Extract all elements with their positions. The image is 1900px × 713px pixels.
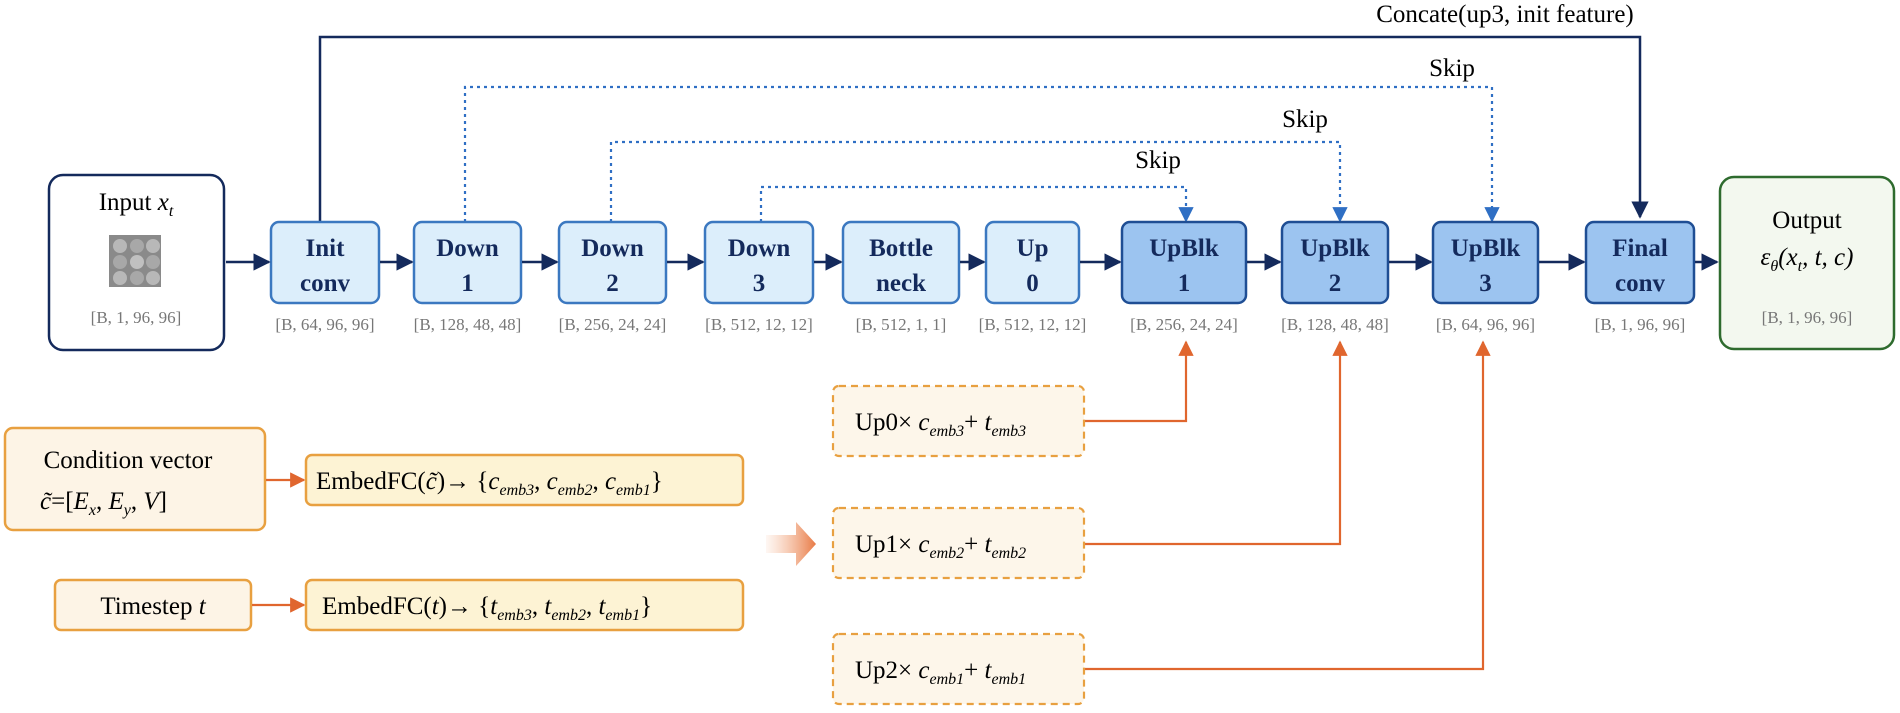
block-label-line2: neck bbox=[876, 270, 926, 297]
block-label-line2: 2 bbox=[606, 270, 619, 297]
block-shape-label: [B, 256, 24, 24] bbox=[559, 315, 667, 334]
output-formula: εθ(xt, t, c) bbox=[1761, 244, 1854, 275]
block-label-line1: Down bbox=[436, 235, 499, 262]
block-shape-label: [B, 512, 1, 1] bbox=[856, 315, 947, 334]
timestep-label: Timestep t bbox=[100, 593, 206, 620]
skip-label-3: Skip bbox=[1135, 147, 1181, 174]
block-label-line2: 3 bbox=[753, 270, 766, 297]
block-shape-label: [B, 64, 96, 96] bbox=[1436, 315, 1535, 334]
block-label-line2: conv bbox=[1615, 270, 1666, 297]
embedding-flow-arrow bbox=[766, 522, 816, 566]
block-shape-label: [B, 128, 48, 48] bbox=[1281, 315, 1389, 334]
modulation-box-up0: Up0× cemb3+ temb3 bbox=[831, 384, 1086, 458]
block-label-line1: Up bbox=[1017, 235, 1049, 262]
embed-timestep-text: EmbedFC(t)→ {temb3, temb2, temb1} bbox=[322, 593, 652, 624]
block-label-line1: UpBlk bbox=[1149, 235, 1219, 262]
input-box: Input xt [B, 1, 96, 96] bbox=[47, 173, 226, 352]
pipeline-blocks: Init conv [B, 64, 96, 96] Down 1 [B, 128, 48,… bbox=[269, 220, 1696, 334]
block-shape-label: [B, 64, 96, 96] bbox=[275, 315, 374, 334]
block-label-line2: 1 bbox=[461, 270, 474, 297]
embed-condition-box: EmbedFC(c̃)→ {cemb3, cemb2, cemb1} bbox=[304, 453, 745, 507]
block-upblk-3: UpBlk 3 [B, 64, 96, 96] bbox=[1431, 220, 1540, 334]
output-title: Output bbox=[1772, 207, 1842, 234]
input-shape: [B, 1, 96, 96] bbox=[91, 308, 182, 327]
output-box: Output εθ(xt, t, c) [B, 1, 96, 96] bbox=[1718, 175, 1896, 351]
skip-connection-3: Skip bbox=[759, 147, 1194, 223]
modulation-text-up2: Up2× cemb1+ temb1 bbox=[855, 657, 1026, 688]
input-image-thumbnail bbox=[109, 235, 161, 287]
block-upblk-2: UpBlk 2 [B, 128, 48, 48] bbox=[1280, 220, 1390, 334]
block-down-3: Down 3 [B, 512, 12, 12] bbox=[703, 220, 815, 334]
skip-label-1: Skip bbox=[1429, 55, 1475, 82]
block-label-line1: Bottle bbox=[869, 235, 933, 262]
embed-timestep-box: EmbedFC(t)→ {temb3, temb2, temb1} bbox=[304, 578, 745, 632]
condition-title: Condition vector bbox=[44, 447, 213, 474]
block-down-1: Down 1 [B, 128, 48, 48] bbox=[412, 220, 523, 334]
block-label-line1: Final bbox=[1612, 235, 1668, 262]
block-label-line1: UpBlk bbox=[1451, 235, 1521, 262]
block-bottle-neck: Bottle neck [B, 512, 1, 1] bbox=[841, 220, 961, 334]
concat-label: Concate(up3, init feature) bbox=[1376, 1, 1634, 28]
skip-connection-2: Skip bbox=[609, 106, 1348, 223]
block-label-line2: 2 bbox=[1329, 270, 1342, 297]
skip-label-2: Skip bbox=[1282, 106, 1328, 133]
condition-vector-box: Condition vector c̃=[Ex, Ey, V] bbox=[3, 426, 267, 532]
block-final-conv: Final conv [B, 1, 96, 96] bbox=[1584, 220, 1696, 334]
block-label-line1: UpBlk bbox=[1300, 235, 1370, 262]
block-label-line1: Init bbox=[306, 235, 346, 262]
block-shape-label: [B, 512, 12, 12] bbox=[705, 315, 813, 334]
modulation-box-up2: Up2× cemb1+ temb1 bbox=[831, 632, 1086, 706]
block-label-line2: conv bbox=[300, 270, 351, 297]
embed-input-arrows bbox=[252, 472, 306, 613]
condition-formula: c̃=[Ex, Ey, V] bbox=[40, 488, 167, 519]
block-label-line2: 0 bbox=[1026, 270, 1039, 297]
block-up-0: Up 0 [B, 512, 12, 12] bbox=[979, 220, 1087, 334]
block-shape-label: [B, 128, 48, 48] bbox=[414, 315, 522, 334]
embed-condition-text: EmbedFC(c̃)→ {cemb3, cemb2, cemb1} bbox=[316, 468, 663, 499]
output-shape: [B, 1, 96, 96] bbox=[1762, 308, 1853, 327]
skip-connection-1: Skip bbox=[463, 55, 1500, 223]
concat-connection: Concate(up3, init feature) bbox=[318, 1, 1649, 222]
block-shape-label: [B, 512, 12, 12] bbox=[979, 315, 1087, 334]
timestep-box: Timestep t bbox=[53, 578, 253, 632]
block-label-line2: 1 bbox=[1178, 270, 1191, 297]
input-title: Input xt bbox=[99, 189, 174, 220]
modulation-text-up0: Up0× cemb3+ temb3 bbox=[855, 409, 1026, 440]
modulation-box-up1: Up1× cemb2+ temb2 bbox=[831, 506, 1086, 580]
modulation-text-up1: Up1× cemb2+ temb2 bbox=[855, 531, 1026, 562]
block-init-conv: Init conv [B, 64, 96, 96] bbox=[269, 220, 381, 334]
block-label-line2: 3 bbox=[1479, 270, 1492, 297]
block-shape-label: [B, 256, 24, 24] bbox=[1130, 315, 1238, 334]
block-down-2: Down 2 [B, 256, 24, 24] bbox=[557, 220, 668, 334]
block-upblk-1: UpBlk 1 [B, 256, 24, 24] bbox=[1120, 220, 1248, 334]
block-label-line1: Down bbox=[581, 235, 644, 262]
block-label-line1: Down bbox=[728, 235, 791, 262]
modulation-arrows bbox=[1085, 340, 1491, 671]
block-shape-label: [B, 1, 96, 96] bbox=[1595, 315, 1686, 334]
